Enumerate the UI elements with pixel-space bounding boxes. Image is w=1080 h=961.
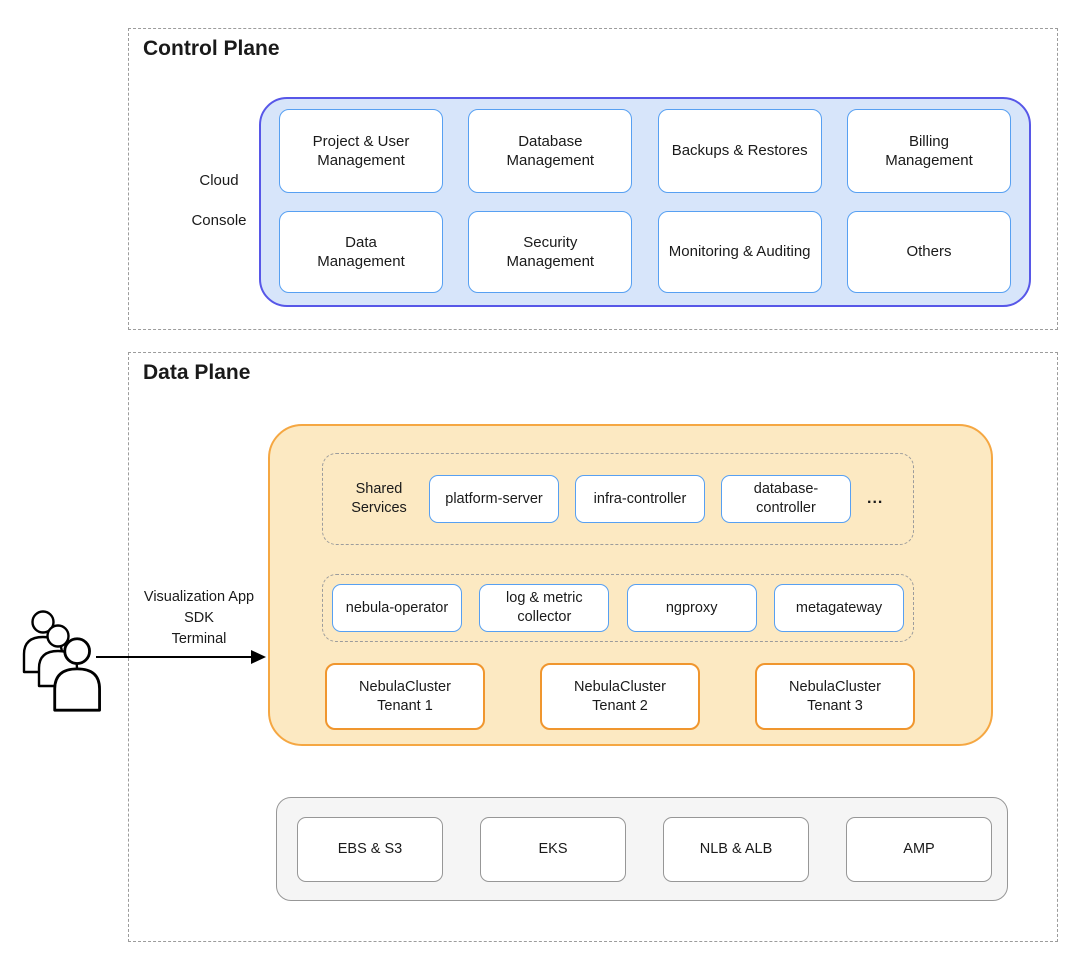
infrastructure-panel: EBS & S3 EKS NLB & ALB AMP xyxy=(276,797,1008,901)
cluster-services-group: nebula-operator log & metric collector n… xyxy=(322,574,914,642)
module-label: Monitoring & Auditing xyxy=(668,243,811,261)
service-log-metric-collector: log & metric collector xyxy=(479,584,610,632)
module-label: Backups & Restores xyxy=(671,142,808,160)
data-plane-panel: Shared Services platform-server infra-co… xyxy=(268,424,993,746)
control-plane-title: Control Plane xyxy=(143,37,280,60)
data-plane-title: Data Plane xyxy=(143,361,251,384)
service-label: platform-server xyxy=(445,490,543,507)
tenant-cluster-1: NebulaCluster Tenant 1 xyxy=(325,663,485,730)
service-label: log & metric collector xyxy=(506,590,583,625)
more-services-indicator: ... xyxy=(867,490,884,507)
module-label: Project & User Management xyxy=(312,132,410,170)
infra-label: AMP xyxy=(903,840,935,857)
service-metagateway: metagateway xyxy=(773,584,904,632)
infra-nlb-alb: NLB & ALB xyxy=(663,816,809,882)
module-data-management: Data Management xyxy=(279,211,443,293)
access-channels-label: Visualization App SDK Terminal xyxy=(143,589,255,647)
module-label: Others xyxy=(906,243,952,261)
tenant-cluster-2: NebulaCluster Tenant 2 xyxy=(540,663,700,730)
shared-services-label: Shared Services xyxy=(351,481,407,516)
service-label: metagateway xyxy=(795,599,883,616)
infra-label: EBS & S3 xyxy=(337,840,403,857)
data-plane-section: Data Plane Shared Services platform-serv… xyxy=(128,352,1058,942)
module-label: Security Management xyxy=(506,233,595,271)
service-label: ngproxy xyxy=(665,599,718,616)
tenants-row: NebulaCluster Tenant 1 NebulaCluster Ten… xyxy=(325,663,915,730)
infra-ebs-s3: EBS & S3 xyxy=(297,816,443,882)
module-monitoring-auditing: Monitoring & Auditing xyxy=(657,211,822,293)
module-label: Billing Management xyxy=(885,132,973,170)
users-icon xyxy=(22,610,101,712)
control-plane-section: Control Plane Cloud Console Project & Us… xyxy=(128,28,1058,330)
service-label: database- controller xyxy=(753,481,819,516)
tenant-label: NebulaCluster Tenant 1 xyxy=(359,678,451,714)
module-project-user-management: Project & User Management xyxy=(279,109,443,193)
module-label: Data Management xyxy=(317,233,405,271)
infra-label: NLB & ALB xyxy=(699,840,773,857)
module-others: Others xyxy=(846,211,1011,293)
flow-arrow-icon xyxy=(96,650,266,664)
service-label: infra-controller xyxy=(593,490,687,507)
tenant-label: NebulaCluster Tenant 3 xyxy=(789,678,881,714)
module-security-management: Security Management xyxy=(468,211,633,293)
service-nebula-operator: nebula-operator xyxy=(332,584,462,632)
module-database-management: Database Management xyxy=(468,109,633,193)
service-ngproxy: ngproxy xyxy=(626,584,757,632)
shared-services-group: Shared Services platform-server infra-co… xyxy=(322,453,914,545)
service-platform-server: platform-server xyxy=(429,475,559,523)
service-label: nebula-operator xyxy=(345,599,449,616)
service-database-controller: database- controller xyxy=(721,475,851,523)
infra-eks: EKS xyxy=(480,816,626,882)
cloud-console-label: Cloud Console xyxy=(191,172,247,229)
module-backups-restores: Backups & Restores xyxy=(657,109,822,193)
cloud-console-panel: Project & User Management Database Manag… xyxy=(259,97,1031,307)
infra-label: EKS xyxy=(538,840,568,857)
tenant-label: NebulaCluster Tenant 2 xyxy=(574,678,666,714)
module-label: Database Management xyxy=(506,132,595,170)
infra-amp: AMP xyxy=(846,816,992,882)
module-billing-management: Billing Management xyxy=(846,109,1011,193)
tenant-cluster-3: NebulaCluster Tenant 3 xyxy=(755,663,915,730)
service-infra-controller: infra-controller xyxy=(575,475,705,523)
